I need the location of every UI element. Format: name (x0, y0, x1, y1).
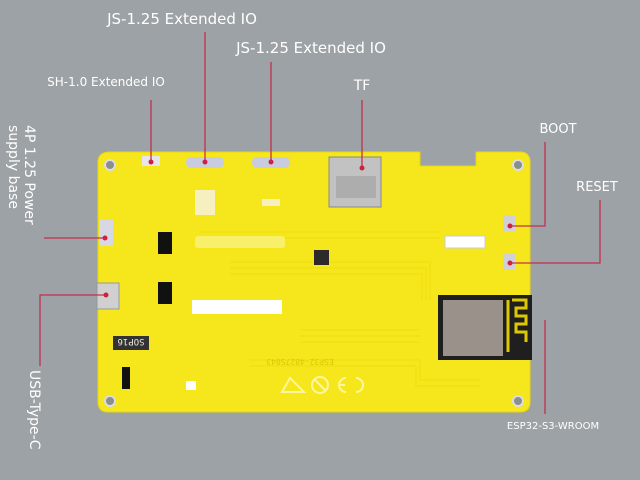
pads (195, 190, 215, 215)
label-reset: RESET (576, 180, 618, 195)
boot-button (503, 215, 515, 231)
label-boot: BOOT (539, 122, 576, 137)
sop16-chip: SOP16 (113, 336, 149, 350)
label-power: 4P 1.25 Power supply base (5, 125, 37, 229)
leader-lines (39, 32, 601, 414)
sop16-label: SOP16 (117, 336, 144, 346)
power-connector (99, 220, 113, 246)
mounting-holes (104, 159, 524, 407)
fpc-connector (192, 300, 282, 314)
pcb-board (97, 151, 531, 413)
regulator-2 (158, 282, 172, 304)
board-id-silk: ESP32-4827S043 (266, 357, 334, 366)
label-tf: TF (353, 78, 371, 94)
label-js-io-1: JS-1.25 Extended IO (106, 10, 257, 28)
esp32-module (438, 295, 532, 360)
transistor (122, 367, 130, 389)
led (186, 381, 196, 390)
pcb-traces (200, 231, 480, 387)
regulator-1 (158, 232, 172, 254)
tf-card-slot (328, 156, 382, 208)
cert-marks (280, 376, 364, 394)
label-power-text: 4P 1.25 Power (21, 125, 37, 225)
label-sh-io: SH-1.0 Extended IO (47, 75, 165, 89)
label-usb: USB-Type-C (26, 370, 42, 450)
pads (262, 199, 280, 206)
ic-chip (314, 250, 329, 265)
small-fpc (444, 235, 486, 249)
label-power-text-line2: supply base (5, 125, 21, 209)
silk-bar (195, 236, 285, 248)
label-esp32-module: ESP32-S3-WROOM (507, 421, 599, 432)
label-js-io-2: JS-1.25 Extended IO (235, 39, 386, 57)
